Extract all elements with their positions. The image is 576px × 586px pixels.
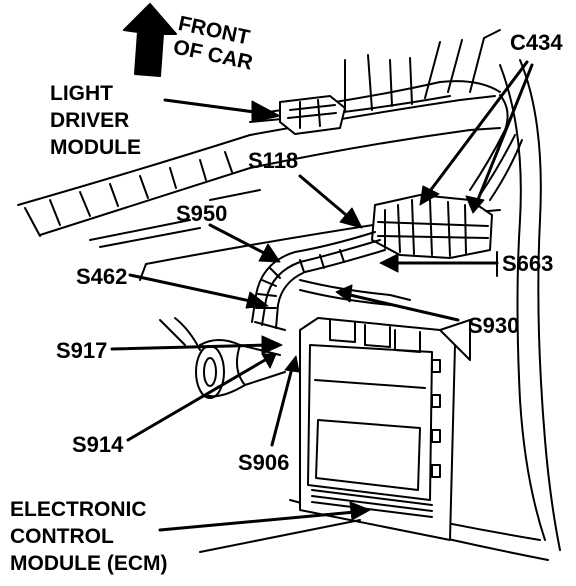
- ecm-bracket-line: [199, 519, 361, 553]
- c434-connector-part: [371, 94, 523, 259]
- arrow-s914: [126, 358, 267, 442]
- front-direction-arrow: [123, 3, 177, 77]
- s462-label: S462: [76, 264, 128, 289]
- arrow-s906: [270, 366, 294, 447]
- ecm-label: ELECTRONIC CONTROL MODULE (ECM): [10, 496, 167, 577]
- s914-label: S914: [72, 432, 124, 457]
- arrow-c434-a: [425, 60, 529, 197]
- ecm-line-3: MODULE (ECM): [10, 552, 168, 575]
- light-driver-line-2: DRIVER: [50, 109, 130, 132]
- s663-label: S663: [502, 251, 554, 276]
- s917-label: S917: [56, 338, 108, 363]
- arrow-s950: [208, 223, 270, 257]
- arrowheads: [245, 100, 485, 521]
- arrow-ecm: [158, 510, 357, 532]
- arrow-s917: [110, 343, 270, 351]
- s930-label: S930: [468, 313, 520, 338]
- s118-label: S118: [248, 148, 299, 173]
- arrow-light-driver: [163, 98, 264, 115]
- arrow-s462: [128, 273, 257, 304]
- light-driver-module-part: [279, 95, 346, 135]
- s906-label: S906: [238, 450, 290, 475]
- s950-label: S950: [176, 201, 228, 226]
- c434-label: C434: [510, 30, 563, 55]
- arrow-c434-b: [475, 63, 534, 204]
- light-driver-line-1: LIGHT: [50, 82, 113, 105]
- dash-panel: [17, 95, 501, 248]
- ecm-box: [299, 317, 471, 541]
- light-driver-line-3: MODULE: [50, 136, 141, 159]
- arrow-s118: [298, 174, 354, 222]
- leader-arrows: [110, 60, 534, 532]
- arrow-s930: [348, 293, 460, 322]
- light-driver-module-label: LIGHT DRIVER MODULE: [50, 80, 141, 161]
- ecm-line-1: ELECTRONIC: [10, 498, 147, 521]
- ecm-line-2: CONTROL: [10, 525, 114, 548]
